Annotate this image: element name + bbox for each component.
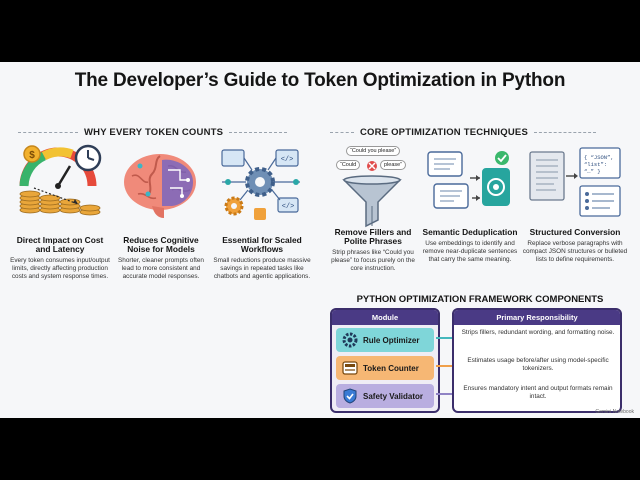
svg-text:</>: </> — [282, 203, 295, 211]
column-body: Every token consumes input/output limits… — [10, 257, 110, 281]
json-snippet: { “JSON”, “list”: “…” } — [584, 154, 614, 176]
module-name: Rule Optimizer — [363, 335, 420, 345]
speech-bubble: please” — [380, 160, 407, 170]
section-heading-why: WHY EVERY TOKEN COUNTS — [18, 127, 288, 138]
heading-rule-right — [533, 132, 596, 133]
module-row-token-counter: Token Counter — [336, 356, 434, 380]
column-title: Structured Conversion — [529, 227, 621, 237]
column-title: Remove Fillers and Polite Phrases — [334, 227, 412, 247]
heading-rule-left — [330, 132, 354, 133]
responsibility-text: Strips fillers, redundant wording, and f… — [461, 329, 615, 336]
column-structured-conversion: Structured Conversion Replace verbose pa… — [520, 227, 630, 264]
module-name: Token Counter — [363, 363, 419, 373]
watermark-label: Gemini Notebook — [595, 409, 634, 415]
column-body: Strip phrases like “Could you please” to… — [331, 249, 415, 273]
money-clock-gauge-icon: $ — [19, 144, 102, 216]
module-name: Safety Validator — [363, 391, 424, 401]
column-title: Essential for Scaled Workflows — [222, 235, 302, 255]
framework-table: Module Rule Optimizer Token Counter — [330, 308, 622, 413]
page-title: The Developer’s Guide to Token Optimizat… — [74, 70, 566, 91]
column-semantic-dedup: Semantic Deduplication Use embeddings to… — [422, 227, 518, 264]
speech-bubble: “Could — [336, 160, 361, 170]
column-direct-impact: Direct Impact on Cost and Latency Every … — [10, 235, 110, 281]
filter-funnel-icon: “Could you please” “Could please” — [330, 146, 418, 228]
section-heading-techniques: CORE OPTIMIZATION TECHNIQUES — [330, 127, 596, 138]
responsibility-header: Primary Responsibility — [454, 310, 620, 325]
gear-icon — [342, 332, 358, 348]
module-row-safety-validator: Safety Validator — [336, 384, 434, 408]
connector-arrow — [436, 393, 454, 395]
dedup-chat-icon — [427, 151, 510, 209]
framework-heading: PYTHON OPTIMIZATION FRAMEWORK COMPONENTS — [356, 294, 604, 305]
column-title: Semantic Deduplication — [422, 227, 518, 237]
responsibility-column: Primary Responsibility Strips fillers, r… — [452, 308, 622, 413]
column-remove-fillers: Remove Fillers and Polite Phrases Strip … — [326, 227, 420, 273]
infographic-frame: The Developer’s Guide to Token Optimizat… — [0, 62, 640, 418]
json-document-icon: { “JSON”, “list”: “…” } — [524, 146, 624, 226]
module-row-rule-optimizer: Rule Optimizer — [336, 328, 434, 352]
brain-icon — [124, 154, 196, 218]
speech-bubble: “Could you please” — [346, 146, 401, 156]
column-body: Small reductions produce massive savings… — [213, 257, 311, 281]
module-header: Module — [332, 310, 438, 325]
workflow-gears-icon: </> </> — [221, 149, 300, 220]
counter-icon — [342, 361, 358, 375]
connector-arrow — [436, 365, 454, 367]
document-page-icon — [529, 147, 621, 217]
svg-text:</>: </> — [281, 156, 294, 164]
responsibility-text: Estimates usage before/after using model… — [467, 357, 609, 372]
module-column: Module Rule Optimizer Token Counter — [330, 308, 440, 413]
section-heading-techniques-text: CORE OPTIMIZATION TECHNIQUES — [360, 127, 528, 138]
heading-rule-left — [18, 132, 78, 133]
shield-check-icon — [343, 388, 357, 404]
column-title: Direct Impact on Cost and Latency — [16, 235, 104, 255]
column-body: Replace verbose paragraphs with compact … — [522, 240, 628, 264]
column-cognitive-noise: Reduces Cognitive Noise for Models Short… — [114, 235, 208, 281]
responsibility-text: Ensures mandatory intent and output form… — [463, 385, 613, 400]
svg-text:$: $ — [29, 150, 35, 161]
column-title: Reduces Cognitive Noise for Models — [123, 235, 199, 255]
connector-arrow — [436, 337, 454, 339]
column-scaled-workflows: Essential for Scaled Workflows Small red… — [212, 235, 312, 281]
funnel-icon — [342, 161, 402, 228]
column-body: Shorter, cleaner prompts often lead to m… — [118, 257, 204, 281]
column-body: Use embeddings to identify and remove ne… — [422, 240, 518, 264]
heading-rule-right — [229, 132, 288, 133]
section-heading-why-text: WHY EVERY TOKEN COUNTS — [84, 127, 224, 138]
